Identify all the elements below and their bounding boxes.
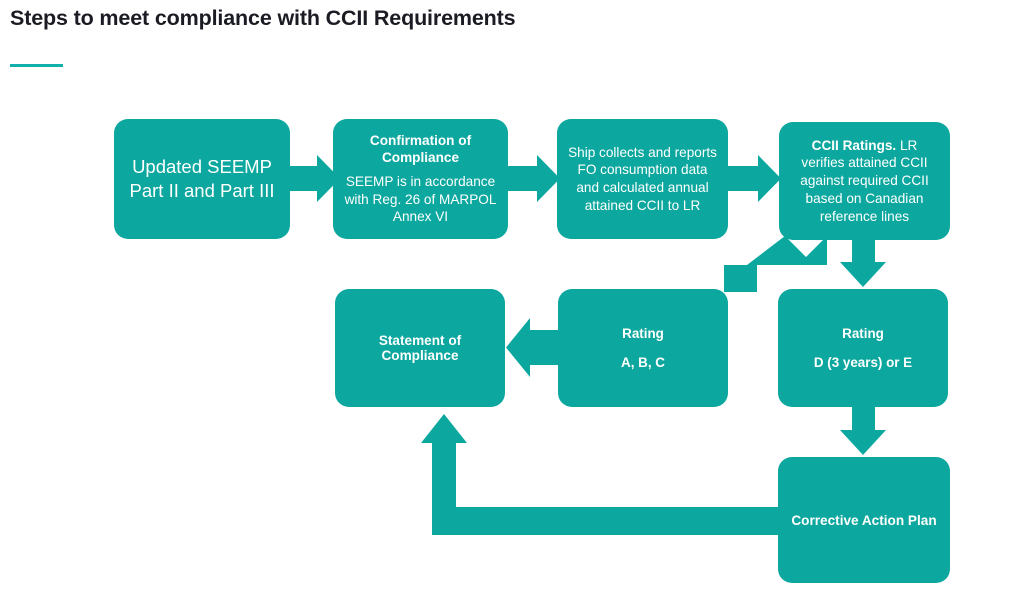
node-seemp-line1: Updated SEEMP: [132, 155, 272, 177]
node-ccii-bold-lead: CCII Ratings.: [811, 137, 897, 153]
node-corrective-action-plan[interactable]: Corrective Action Plan: [778, 457, 950, 583]
node-seemp-line2: Part II and Part III: [129, 180, 275, 201]
node-confirmation-of-compliance[interactable]: Confirmation of Compliance SEEMP is in a…: [333, 119, 508, 239]
node-rating-abc-line2: A, B, C: [621, 355, 665, 370]
node-rating-abc[interactable]: Rating A, B, C: [558, 289, 728, 407]
node-confirmation-heading: Confirmation of Compliance: [369, 133, 472, 166]
arrow-cap-to-statement: [421, 414, 778, 535]
arrow-shipdata-to-ccii: [726, 155, 781, 202]
node-ship-collects-data[interactable]: Ship collects and reports FO consumption…: [557, 119, 728, 239]
node-rating-de[interactable]: Rating D (3 years) or E: [778, 289, 948, 407]
arrow-confirmation-to-shipdata: [505, 155, 560, 202]
title-accent-rule: [10, 64, 63, 67]
page-title: Steps to meet compliance with CCII Requi…: [10, 6, 516, 30]
node-statement-line1: Statement of: [378, 333, 462, 348]
node-rating-de-line2: D (3 years) or E: [813, 355, 913, 370]
arrow-ratingabc-to-statement: [506, 318, 560, 377]
arrow-seemp-to-confirmation: [285, 155, 340, 202]
node-statement-line2: Compliance: [381, 348, 459, 363]
node-rating-abc-line1: Rating: [622, 325, 664, 341]
node-confirmation-body: SEEMP is in accordance with Reg. 26 of M…: [344, 173, 497, 225]
arrow-ratingde-to-cap: [840, 405, 886, 455]
node-shipdata-body: Ship collects and reports FO consumption…: [568, 144, 717, 213]
node-rating-de-line1: Rating: [842, 325, 884, 341]
node-ccii-ratings[interactable]: CCII Ratings. LR verifies attained CCII …: [779, 122, 950, 240]
node-statement-of-compliance[interactable]: Statement of Compliance: [335, 289, 505, 407]
node-updated-seemp[interactable]: Updated SEEMP Part II and Part III: [114, 119, 290, 239]
node-cap-label: Corrective Action Plan: [791, 512, 937, 528]
arrow-ccii-to-ratingabc: [724, 236, 827, 292]
arrow-ccii-to-ratingde: [840, 238, 886, 287]
node-ccii-body: LR verifies attained CCII against requir…: [800, 137, 929, 224]
